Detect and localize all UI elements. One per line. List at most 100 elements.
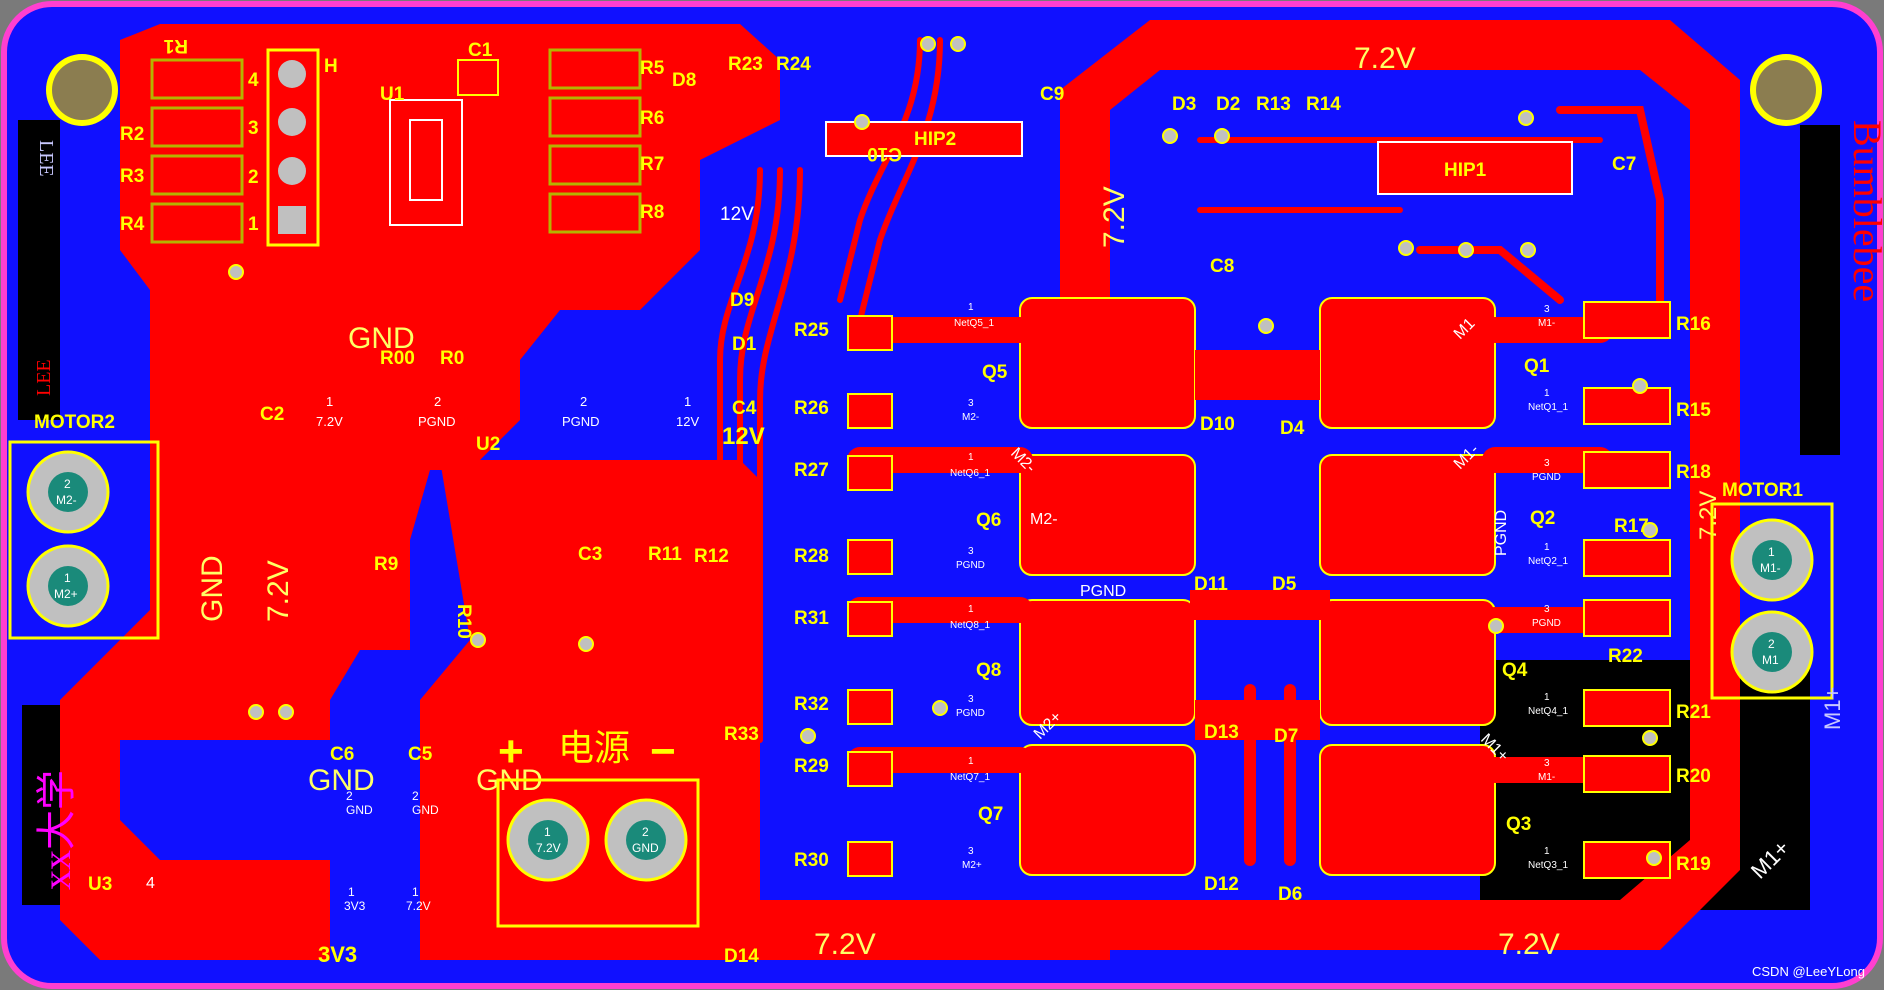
- via-icon: [578, 636, 594, 652]
- copper-pour-left: [60, 24, 780, 960]
- ic-ref: HIP1: [1444, 160, 1487, 181]
- pad-net: PGND: [956, 560, 985, 571]
- via-icon: [1258, 318, 1274, 334]
- connector-pin: [278, 60, 306, 88]
- pad-net: NetQ4_1: [1528, 706, 1568, 717]
- ref-r32: R32: [794, 694, 829, 715]
- ref-r28: R28: [794, 546, 829, 567]
- gate-resistor-pads-left: [847, 315, 893, 877]
- pad-net: NetQ6_1: [950, 468, 990, 479]
- ref-c7: C7: [1612, 154, 1636, 175]
- ref-r19: R19: [1676, 854, 1711, 875]
- lee-label: LEE: [35, 140, 57, 177]
- ic-ref: HIP2: [914, 129, 956, 150]
- ref-d3: D3: [1172, 94, 1196, 115]
- mosfet-pour: [1319, 599, 1496, 726]
- ref-r20: R20: [1676, 766, 1711, 787]
- ref-c1: C1: [468, 40, 493, 61]
- ref-r22: R22: [1608, 646, 1643, 667]
- resistor-array-left: [150, 48, 642, 244]
- mosfet-pour: [1019, 599, 1196, 726]
- net-label-gnd-top: GND: [348, 322, 415, 355]
- pad-num: 1: [1544, 388, 1550, 399]
- ref-q2: Q2: [1530, 508, 1555, 529]
- ref-r3: R3: [120, 166, 144, 187]
- pad-num: 1: [1544, 542, 1550, 553]
- net-label-12v-c4: 12V: [722, 423, 765, 450]
- ref-d9: D9: [730, 290, 754, 311]
- pad-net: PGND: [418, 414, 456, 429]
- pin-num: 2: [1768, 637, 1775, 651]
- mosfet-pour: [1019, 297, 1196, 429]
- via-icon: [248, 704, 264, 720]
- pin-label: 3: [248, 118, 259, 139]
- mosfet-pour: [1319, 744, 1496, 876]
- net-label-7v2-vertical: 7.2V: [1098, 186, 1131, 248]
- net-label-7v2-right: 7.2V: [1695, 491, 1722, 540]
- pin-net: M2+: [54, 587, 78, 601]
- ic-hip1: HIP1: [1377, 141, 1573, 195]
- ref-c10: C10: [867, 143, 902, 164]
- motor2-connector: MOTOR2 2 M2- 1 M2+: [8, 412, 160, 640]
- pin-net: GND: [632, 841, 659, 855]
- pad-net: 7.2V: [406, 899, 431, 913]
- ref-q3: Q3: [1506, 814, 1531, 835]
- pin-net: M2-: [56, 493, 77, 507]
- pad-num: 1: [968, 756, 974, 767]
- via-icon: [470, 632, 486, 648]
- ref-d5: D5: [1272, 574, 1297, 595]
- ref-r33: R33: [724, 724, 759, 745]
- pin-label: 1: [248, 214, 259, 235]
- net-label-7v2-bottom-right: 7.2V: [1498, 928, 1560, 961]
- via-icon: [1646, 850, 1662, 866]
- pad-num: 1: [326, 394, 333, 409]
- ref-r18: R18: [1676, 462, 1711, 483]
- pad-net: M2-: [962, 412, 979, 423]
- net-label: M2-: [1030, 511, 1058, 528]
- via-icon: [1632, 378, 1648, 394]
- pgnd-bridge: [1190, 590, 1330, 620]
- ref-r11: R11: [648, 544, 682, 565]
- pad-net: NetQ3_1: [1528, 860, 1568, 871]
- pad-net: GND: [346, 803, 373, 817]
- motor1-connector: MOTOR1 1 M1- 2 M1 M1+ M1+: [1710, 480, 1845, 884]
- ref-r16: R16: [1676, 314, 1711, 335]
- pad-net: PGND: [956, 708, 985, 719]
- pad-num: 3: [1544, 604, 1550, 615]
- via-icon: [950, 36, 966, 52]
- ref-r27: R27: [794, 460, 829, 481]
- pad-num: 3: [1544, 758, 1550, 769]
- mosfet-array: [1019, 297, 1496, 876]
- net-label: PGND: [1080, 583, 1126, 600]
- ref-r12: R12: [694, 546, 729, 567]
- ref-d7: D7: [1274, 726, 1298, 747]
- pad-num: 4: [146, 875, 155, 892]
- ref-d12: D12: [1204, 874, 1239, 895]
- connector-pin: [278, 108, 306, 136]
- ref-d10: D10: [1200, 414, 1235, 435]
- pad-num: 1: [1544, 692, 1550, 703]
- ref-r24: R24: [776, 54, 811, 75]
- lee-label-2: LEE: [33, 359, 55, 396]
- copper-pour-7v2-ring: [1060, 20, 1740, 950]
- ref-c2: C2: [260, 404, 284, 425]
- mount-hole-icon: [1756, 60, 1816, 120]
- net-label-7v2-left: 7.2V: [262, 560, 295, 622]
- pad-num: 2: [434, 394, 441, 409]
- ref-d1: D1: [732, 334, 757, 355]
- mosfet-pour: [1019, 454, 1196, 576]
- ref-r7: R7: [640, 154, 664, 175]
- pin-net: 7.2V: [536, 841, 561, 855]
- ref-u3: U3: [88, 874, 112, 895]
- ref-d8: D8: [672, 70, 696, 91]
- ref-r13: R13: [1256, 94, 1291, 115]
- ref-c8: C8: [1210, 256, 1234, 277]
- ic-ref: U1: [380, 84, 405, 105]
- pad-net: 3V3: [344, 899, 366, 913]
- connector-pin: [278, 157, 306, 185]
- connector-h: H 4 3 2 1: [248, 48, 338, 247]
- pad-num: 2: [346, 789, 353, 803]
- pad-net: M1-: [1538, 318, 1555, 329]
- keepout-right-strip: [1800, 125, 1840, 455]
- pad-net: NetQ5_1: [954, 318, 994, 329]
